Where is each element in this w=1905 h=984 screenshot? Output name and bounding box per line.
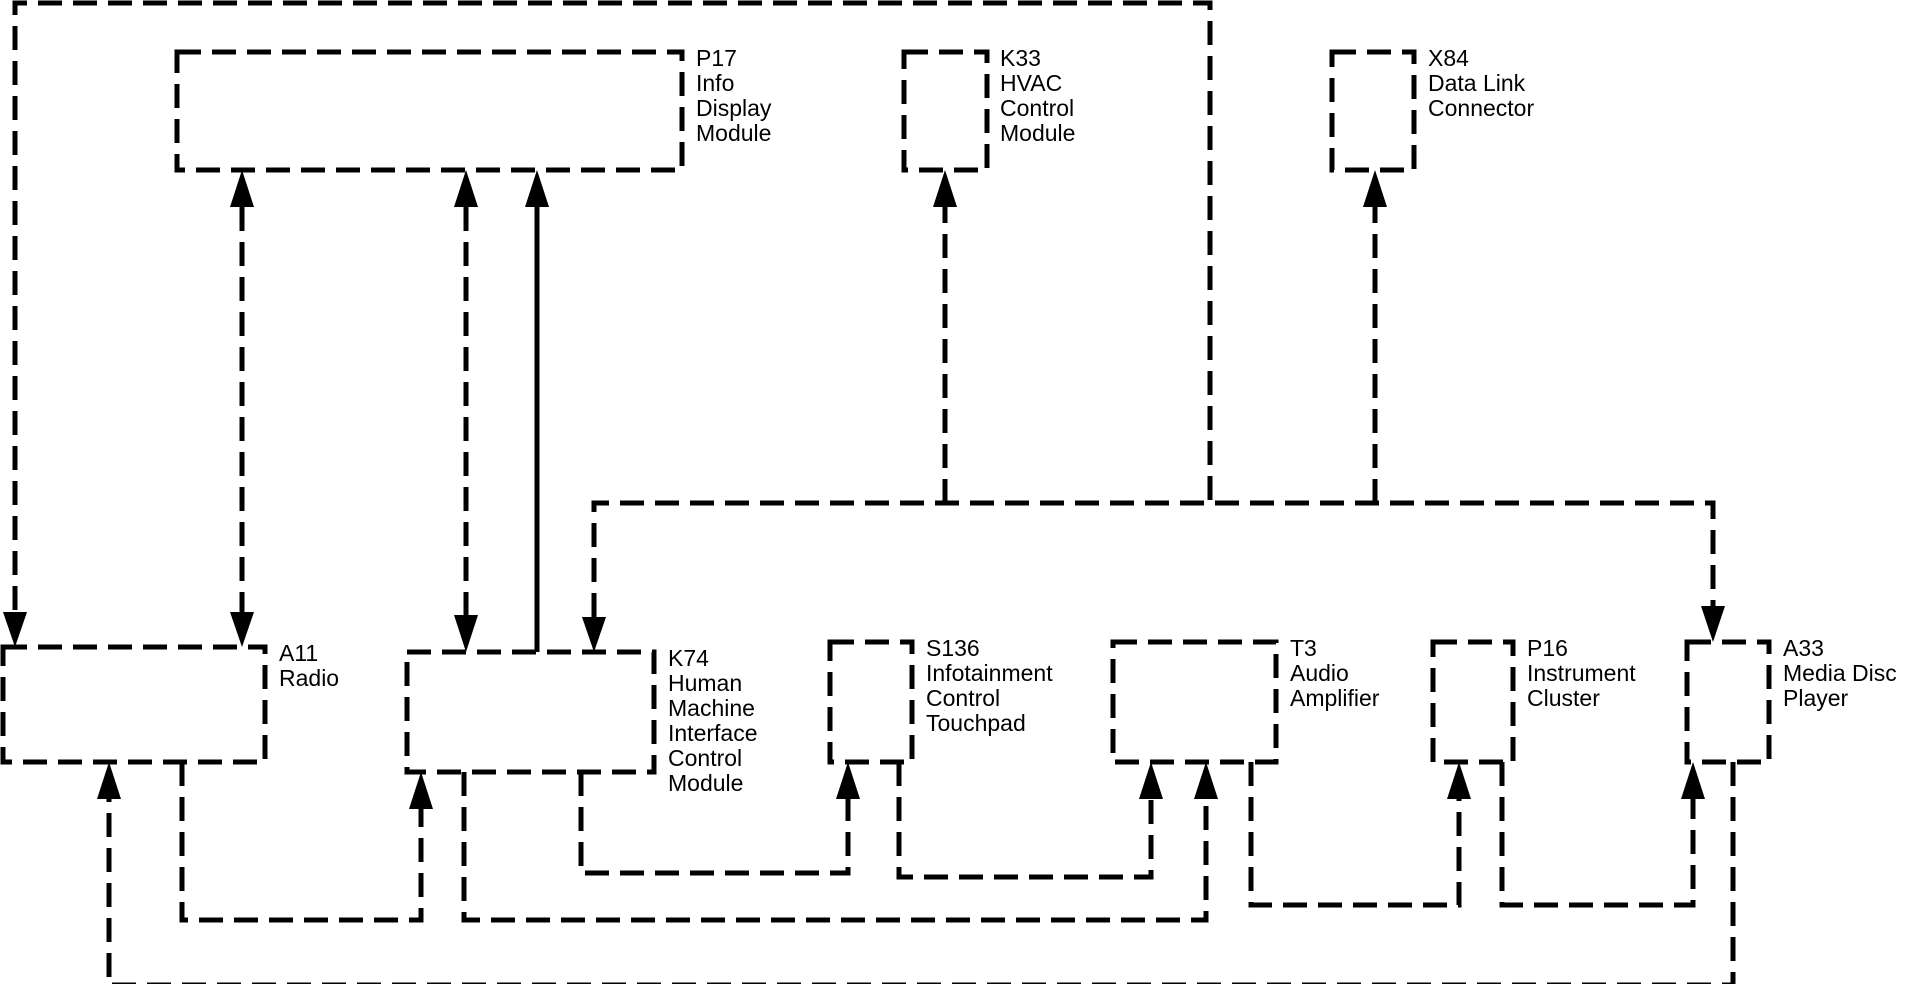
x84-label: X84 Data Link Connector <box>1428 45 1534 121</box>
x84-line-2: Connector <box>1428 95 1534 121</box>
arrow-k74-from-p17 <box>454 615 478 652</box>
p16-code: P16 <box>1527 635 1568 661</box>
arrow-a11-from-frame <box>3 612 27 647</box>
k74-line-1: Human <box>668 670 742 696</box>
a11-line-1: Radio <box>279 665 339 691</box>
s136-label: S136 Infotainment Control Touchpad <box>926 635 1059 736</box>
arrow-t3-from-s136 <box>1139 762 1163 799</box>
k33-line-2: Control <box>1000 95 1074 121</box>
a11-label: A11 Radio <box>279 640 339 691</box>
wire-p16-a33 <box>1499 762 1696 908</box>
k33-line-1: HVAC <box>1000 70 1062 96</box>
arrow-a33-from-bus <box>1701 606 1725 642</box>
arrow-t3-from-k74 <box>1194 762 1218 799</box>
a33-line-1: Media Disc <box>1783 660 1897 686</box>
a11-code: A11 <box>279 640 318 666</box>
x84-line-1: Data Link <box>1428 70 1526 96</box>
p17-code: P17 <box>696 45 737 71</box>
p17-line-1: Info <box>696 70 734 96</box>
arrow-p17-from-a11 <box>230 170 254 207</box>
arrow-p17-from-k74 <box>454 170 478 207</box>
arrow-a33-from-p16 <box>1681 762 1705 799</box>
arrow-x84-from-bus <box>1363 170 1387 207</box>
k33-line-3: Module <box>1000 120 1075 146</box>
wire-bus <box>591 500 1716 617</box>
wire-a33-a11 <box>106 762 1736 984</box>
t3-label: T3 Audio Amplifier <box>1290 635 1380 711</box>
s136-box <box>827 639 915 765</box>
wire-k74-s136 <box>578 772 851 876</box>
p16-box <box>1430 639 1516 765</box>
a33-line-2: Player <box>1783 685 1849 711</box>
wire-a11-k74 <box>179 762 424 923</box>
x84-code: X84 <box>1428 45 1469 71</box>
module-labels: P17 Info Display Module K33 HVAC Control… <box>279 45 1903 796</box>
k33-label: K33 HVAC Control Module <box>1000 45 1081 146</box>
s136-line-1: Infotainment <box>926 660 1053 686</box>
p17-label: P17 Info Display Module <box>696 45 778 146</box>
a33-code: A33 <box>1783 635 1824 661</box>
arrow-k74-from-bus <box>582 617 606 652</box>
s136-code: S136 <box>926 635 980 661</box>
k74-box <box>404 649 657 775</box>
k33-box <box>901 49 990 173</box>
s136-line-3: Touchpad <box>926 710 1026 736</box>
k74-line-4: Control <box>668 745 742 771</box>
x84-box <box>1329 49 1417 173</box>
k74-line-2: Machine <box>668 695 755 721</box>
wire-s136-t3 <box>896 762 1154 880</box>
k33-code: K33 <box>1000 45 1041 71</box>
t3-line-1: Audio <box>1290 660 1349 686</box>
k74-line-3: Interface <box>668 720 758 746</box>
p16-label: P16 Instrument Cluster <box>1527 635 1642 711</box>
arrow-a11-from-p17 <box>230 612 254 647</box>
k74-label: K74 Human Machine Interface Control Modu… <box>668 645 764 796</box>
p17-line-3: Module <box>696 120 771 146</box>
s136-line-2: Control <box>926 685 1000 711</box>
arrow-s136-from-k74 <box>836 762 860 799</box>
k74-code: K74 <box>668 645 709 671</box>
arrow-k33-from-bus <box>933 170 957 207</box>
p16-line-2: Cluster <box>1527 685 1600 711</box>
t3-box <box>1110 639 1279 765</box>
arrow-p17-solid <box>525 170 549 207</box>
wire-t3-p16 <box>1248 762 1462 908</box>
a33-box <box>1684 639 1772 765</box>
arrow-a11-from-a33 <box>97 762 121 799</box>
wire-frame-a11 <box>12 0 1213 612</box>
arrow-p16-from-t3 <box>1447 762 1471 799</box>
a33-label: A33 Media Disc Player <box>1783 635 1903 711</box>
p17-line-2: Display <box>696 95 772 121</box>
t3-line-2: Amplifier <box>1290 685 1380 711</box>
p17-box <box>174 49 685 173</box>
p16-line-1: Instrument <box>1527 660 1636 686</box>
arrow-k74-from-a11 <box>409 772 433 809</box>
a11-box <box>0 644 268 765</box>
arrowheads <box>3 170 1725 809</box>
k74-line-5: Module <box>668 770 743 796</box>
t3-code: T3 <box>1290 635 1317 661</box>
wire-k74-t3 <box>461 772 1209 923</box>
